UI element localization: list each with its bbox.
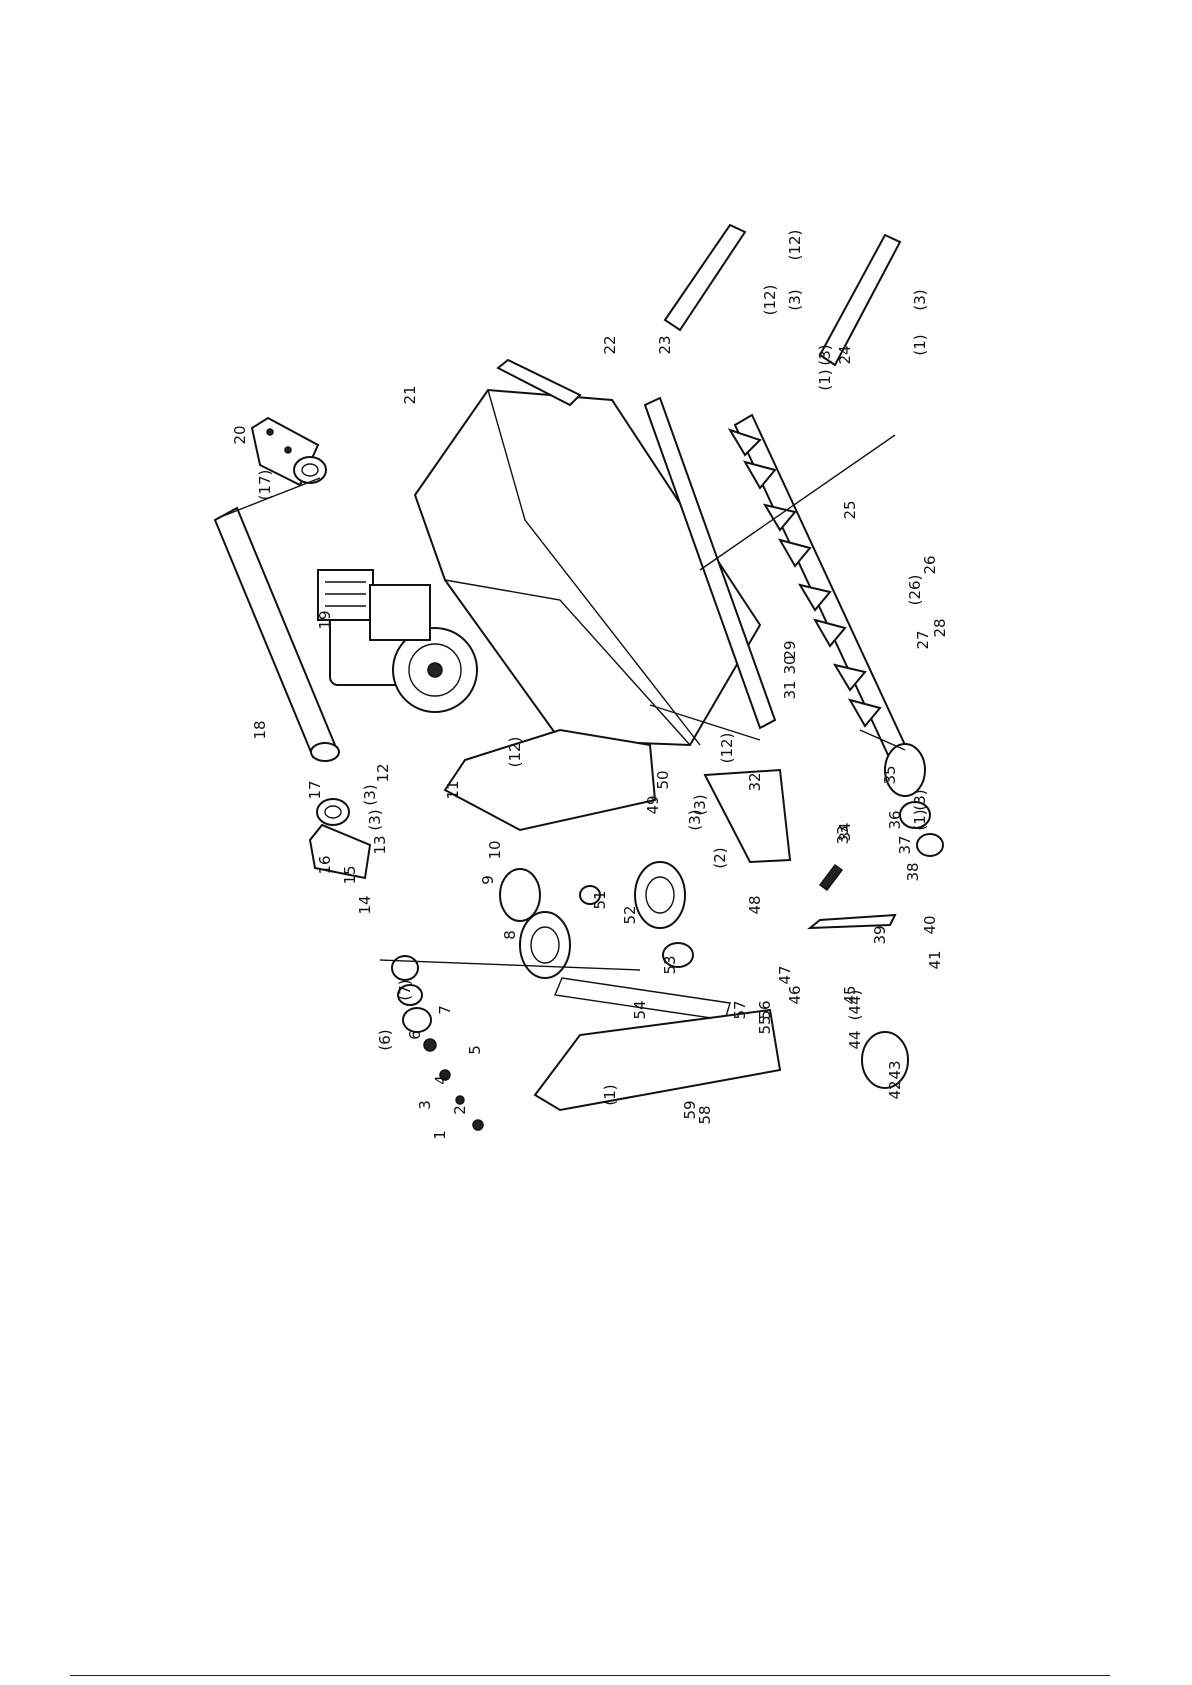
callout-label: (7) bbox=[396, 979, 414, 1000]
callout-label: 45 bbox=[841, 985, 859, 1004]
callout-label: (12) bbox=[786, 230, 804, 261]
callout-label: (3) bbox=[366, 809, 384, 830]
callout-label: 43 bbox=[886, 1060, 904, 1079]
callout-label: (1) bbox=[816, 369, 834, 390]
callout-label: (3) bbox=[691, 794, 709, 815]
callout-label: (12) bbox=[506, 737, 524, 768]
callout-label: (1) bbox=[911, 809, 929, 830]
callout-label: (12) bbox=[718, 733, 736, 764]
callout-label: 4 bbox=[432, 1075, 450, 1085]
callout-label: 40 bbox=[921, 915, 939, 934]
roller-bearing-bottom bbox=[317, 799, 349, 825]
callout-label: 51 bbox=[591, 890, 609, 909]
roller bbox=[215, 508, 335, 757]
engine-cooling-fins bbox=[370, 585, 430, 640]
callout-label: 53 bbox=[661, 955, 679, 974]
callout-label: 27 bbox=[914, 630, 932, 649]
callout-label: 25 bbox=[841, 500, 859, 519]
pulley-51 bbox=[635, 862, 685, 928]
callout-label: 47 bbox=[776, 965, 794, 984]
callout-label: 34 bbox=[836, 822, 854, 841]
callout-label: (3) bbox=[911, 289, 929, 310]
callout-label: 11 bbox=[444, 780, 462, 799]
callout-label: 30 bbox=[781, 655, 799, 674]
callout-label: 57 bbox=[731, 1000, 749, 1019]
callout-label: 13 bbox=[371, 835, 389, 854]
callout-label: 3 bbox=[416, 1100, 434, 1110]
pulley-8 bbox=[520, 912, 570, 978]
callout-label: (6) bbox=[376, 1029, 394, 1050]
callout-label: 5 bbox=[466, 1045, 484, 1055]
callout-label: (17) bbox=[256, 470, 274, 501]
callout-label: (1) bbox=[911, 334, 929, 355]
callout-label: 8 bbox=[501, 930, 519, 940]
callout-label: 38 bbox=[904, 862, 922, 881]
callout-label: (2) bbox=[711, 847, 729, 868]
callout-label: 20 bbox=[231, 425, 249, 444]
callout-label: 42 bbox=[886, 1080, 904, 1099]
callout-label: 59 bbox=[681, 1100, 699, 1119]
callout-label: 56 bbox=[756, 1000, 774, 1019]
callout-label: 6 bbox=[406, 1030, 424, 1040]
callout-label: 7 bbox=[436, 1005, 454, 1015]
callout-label: 23 bbox=[656, 335, 674, 354]
callout-label: 39 bbox=[871, 925, 889, 944]
callout-label: 31 bbox=[781, 680, 799, 699]
chain-link-33 bbox=[820, 865, 842, 890]
callout-label: (1) bbox=[601, 1084, 619, 1105]
callout-label: (3) bbox=[786, 289, 804, 310]
callout-label: 48 bbox=[746, 895, 764, 914]
callout-label: 50 bbox=[654, 770, 672, 789]
callout-label: 18 bbox=[251, 720, 269, 739]
callout-label: 24 bbox=[836, 345, 854, 364]
side-frame bbox=[445, 730, 655, 830]
callout-label: 22 bbox=[601, 335, 619, 354]
callout-label: 49 bbox=[644, 795, 662, 814]
callout-label: 1 bbox=[431, 1130, 449, 1140]
footer-rule bbox=[70, 1675, 1110, 1676]
callout-label: (26) bbox=[906, 575, 924, 606]
pulley-9 bbox=[500, 869, 540, 921]
callout-label: 10 bbox=[486, 840, 504, 859]
callout-label: 32 bbox=[746, 772, 764, 791]
callout-label: 19 bbox=[316, 610, 334, 629]
callout-label: 36 bbox=[886, 810, 904, 829]
callout-label: 12 bbox=[374, 763, 392, 782]
callout-label: 44 bbox=[846, 1030, 864, 1049]
callout-label: 15 bbox=[341, 865, 359, 884]
callout-label: 2 bbox=[451, 1105, 469, 1115]
callout-label: (3) bbox=[361, 784, 379, 805]
callout-label: 54 bbox=[631, 1000, 649, 1019]
callout-label: 37 bbox=[896, 835, 914, 854]
callout-label: 26 bbox=[921, 555, 939, 574]
callout-label: (3) bbox=[816, 344, 834, 365]
callout-label: 9 bbox=[479, 875, 497, 885]
roller-bearing-top bbox=[294, 457, 326, 483]
callout-label: (12) bbox=[761, 285, 779, 316]
callout-label: (3) bbox=[911, 789, 929, 810]
callout-label: 17 bbox=[306, 780, 324, 799]
callout-label: 16 bbox=[316, 855, 334, 874]
belt-cover bbox=[535, 1010, 780, 1110]
callout-label: 46 bbox=[786, 985, 804, 1004]
callout-label: 28 bbox=[931, 618, 949, 637]
callout-label: 35 bbox=[881, 765, 899, 784]
callout-label: 52 bbox=[621, 905, 639, 924]
bearing-36 bbox=[917, 834, 943, 856]
callout-label: 41 bbox=[926, 950, 944, 969]
callout-label: 21 bbox=[401, 385, 419, 404]
callout-label: 14 bbox=[356, 895, 374, 914]
skid-plate-23 bbox=[665, 225, 745, 330]
